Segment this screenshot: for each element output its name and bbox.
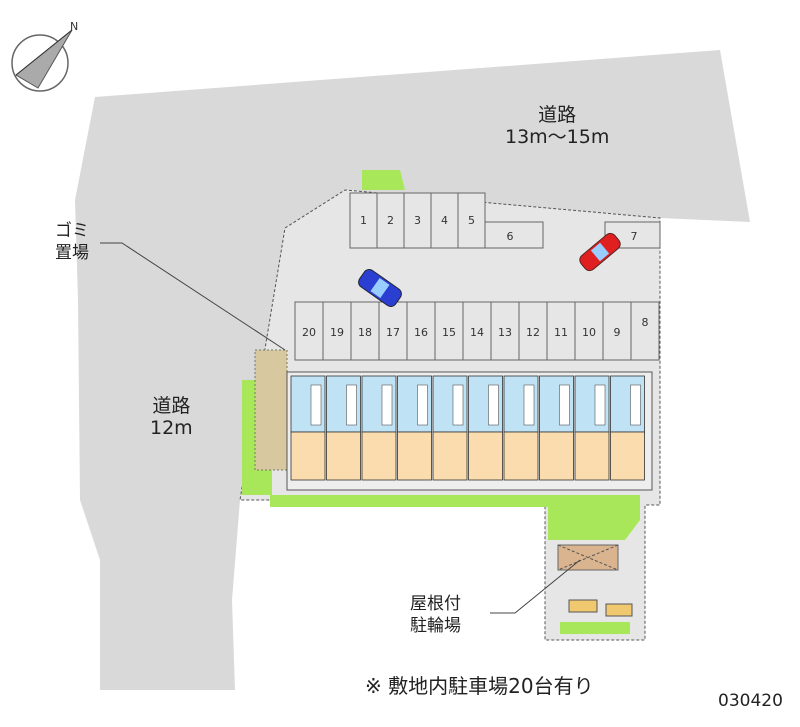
parking-slot [457, 192, 486, 249]
parking-slot [574, 301, 604, 361]
apartment-unit [326, 375, 361, 481]
building-units [290, 375, 645, 481]
garbage-area-label: ゴミ 置場 [55, 220, 89, 264]
parking-slot-6 [484, 221, 544, 249]
apartment-unit [432, 375, 468, 481]
green-area-bike [548, 505, 640, 540]
property-code: 030420 [718, 691, 783, 711]
garbage-line2: 置場 [55, 243, 89, 263]
parking-slot [294, 301, 324, 361]
parking-slot-label: 11 [554, 326, 568, 339]
parking-slot [378, 301, 408, 361]
parking-note: ※ 敷地内駐車場20台有り [365, 674, 594, 698]
parking-slot-label: 14 [470, 326, 484, 339]
parking-slot-7-label: 7 [631, 230, 638, 243]
parking-slot [322, 301, 352, 361]
parking-slot [403, 192, 432, 249]
road-north-name: 道路 [538, 104, 577, 126]
parking-slot-label: 4 [441, 214, 448, 227]
parking-slot-label: 3 [414, 214, 421, 227]
parking-slot-label: 10 [582, 326, 596, 339]
apartment-unit [503, 375, 539, 481]
parking-slot-label: 15 [442, 326, 456, 339]
apartment-unit [397, 375, 432, 481]
apartment-unit [290, 375, 326, 481]
parking-slot [434, 301, 464, 361]
apartment-unit [610, 375, 645, 481]
garbage-leader-line [100, 242, 286, 351]
car-red-icon [579, 232, 621, 272]
parking-slot [630, 301, 660, 361]
apartment-unit [574, 375, 610, 481]
parking-slot [349, 192, 378, 249]
parking-slot [430, 192, 459, 249]
bicycle-leader-line [490, 559, 581, 614]
parking-slot [518, 301, 548, 361]
parking-slot-label: 18 [358, 326, 372, 339]
green-strip-bottom [560, 622, 630, 634]
parking-slot [546, 301, 576, 361]
parking-slot-label: 19 [330, 326, 344, 339]
parking-slot-label: 2 [387, 214, 394, 227]
apartment-unit [468, 375, 503, 481]
apartment-unit [539, 375, 574, 481]
parking-slot-label: 17 [386, 326, 400, 339]
green-strip-top [362, 170, 405, 190]
parking-slot [462, 301, 492, 361]
compass-north-label: N [70, 20, 78, 33]
bicycle-rack-2 [605, 603, 633, 617]
apartment-unit [361, 375, 397, 481]
bicycle-parking-label: 屋根付 駐輪場 [410, 593, 461, 637]
road-west-label: 道路 12m [150, 395, 193, 439]
parking-slot-label: 1 [360, 214, 367, 227]
parking-slot-label: 13 [498, 326, 512, 339]
road-north-label: 道路 13m～15m [505, 104, 609, 148]
bicycle-rack-1 [568, 599, 598, 613]
parking-slot [406, 301, 436, 361]
parking-row-top: 1 2 3 4 5 [349, 192, 486, 249]
road-west-width: 12m [150, 417, 193, 439]
parking-slot-6-label: 6 [507, 230, 514, 243]
parking-slot-label: 8 [642, 316, 649, 329]
parking-slot-label: 5 [468, 214, 475, 227]
car-blue-icon [358, 269, 402, 307]
bicycle-line2: 駐輪場 [410, 616, 461, 636]
parking-slot [490, 301, 520, 361]
compass-icon: N [11, 20, 78, 92]
road-north [75, 50, 750, 690]
bicycle-line1: 屋根付 [410, 594, 461, 614]
parking-slot [376, 192, 405, 249]
parking-slot-label: 12 [526, 326, 540, 339]
parking-slot [350, 301, 380, 361]
garbage-line1: ゴミ [55, 221, 89, 241]
green-strip-south [270, 495, 640, 507]
road-north-width: 13m～15m [505, 126, 610, 148]
parking-slot-label: 9 [614, 326, 621, 339]
parking-slot [602, 301, 632, 361]
parking-slot-label: 20 [302, 326, 316, 339]
parking-slot-label: 16 [414, 326, 428, 339]
walkway [254, 349, 288, 471]
parking-row-main: 20 19 18 17 16 15 14 13 12 11 10 9 8 [294, 301, 660, 361]
road-west-name: 道路 [152, 395, 191, 417]
